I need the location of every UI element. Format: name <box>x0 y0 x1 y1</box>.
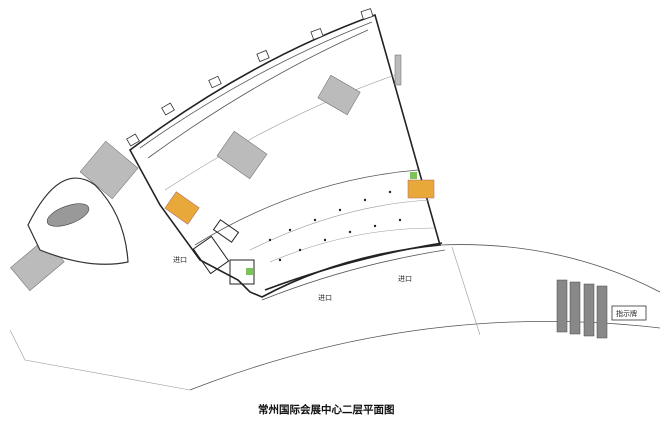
sign-box <box>611 305 647 321</box>
elevator-west <box>246 268 253 275</box>
entrance-pavilion <box>27 177 129 265</box>
escalator-west <box>164 191 200 225</box>
corridor <box>261 249 446 301</box>
elevator-east <box>410 172 417 179</box>
service-rooms <box>192 219 255 285</box>
escalator-east <box>407 179 435 199</box>
facade-arc <box>147 29 369 159</box>
hall-arc <box>194 169 419 246</box>
sign-label: 指示牌 <box>616 309 637 318</box>
facade-arc <box>139 21 373 149</box>
building-outline <box>128 13 442 298</box>
site-line <box>451 246 481 336</box>
facade-columns <box>126 8 374 147</box>
plan-title: 常州国际会展中心二层平面图 <box>258 403 395 416</box>
column-grid <box>268 190 402 262</box>
entrance-label-east: 进口 <box>398 275 412 283</box>
entrance-label-west: 进口 <box>173 256 187 264</box>
hall-arc <box>249 199 431 251</box>
site-boundary-arc <box>189 320 660 391</box>
entrance-label-south: 进口 <box>318 294 332 302</box>
site-boundary-line <box>439 244 660 293</box>
pavilion-core <box>46 203 90 227</box>
corridor <box>264 242 443 291</box>
parking-area <box>556 279 608 339</box>
stair-blocks <box>10 54 402 291</box>
inner-arc <box>164 74 396 191</box>
site-line <box>9 329 191 391</box>
hall-arc <box>269 227 436 263</box>
